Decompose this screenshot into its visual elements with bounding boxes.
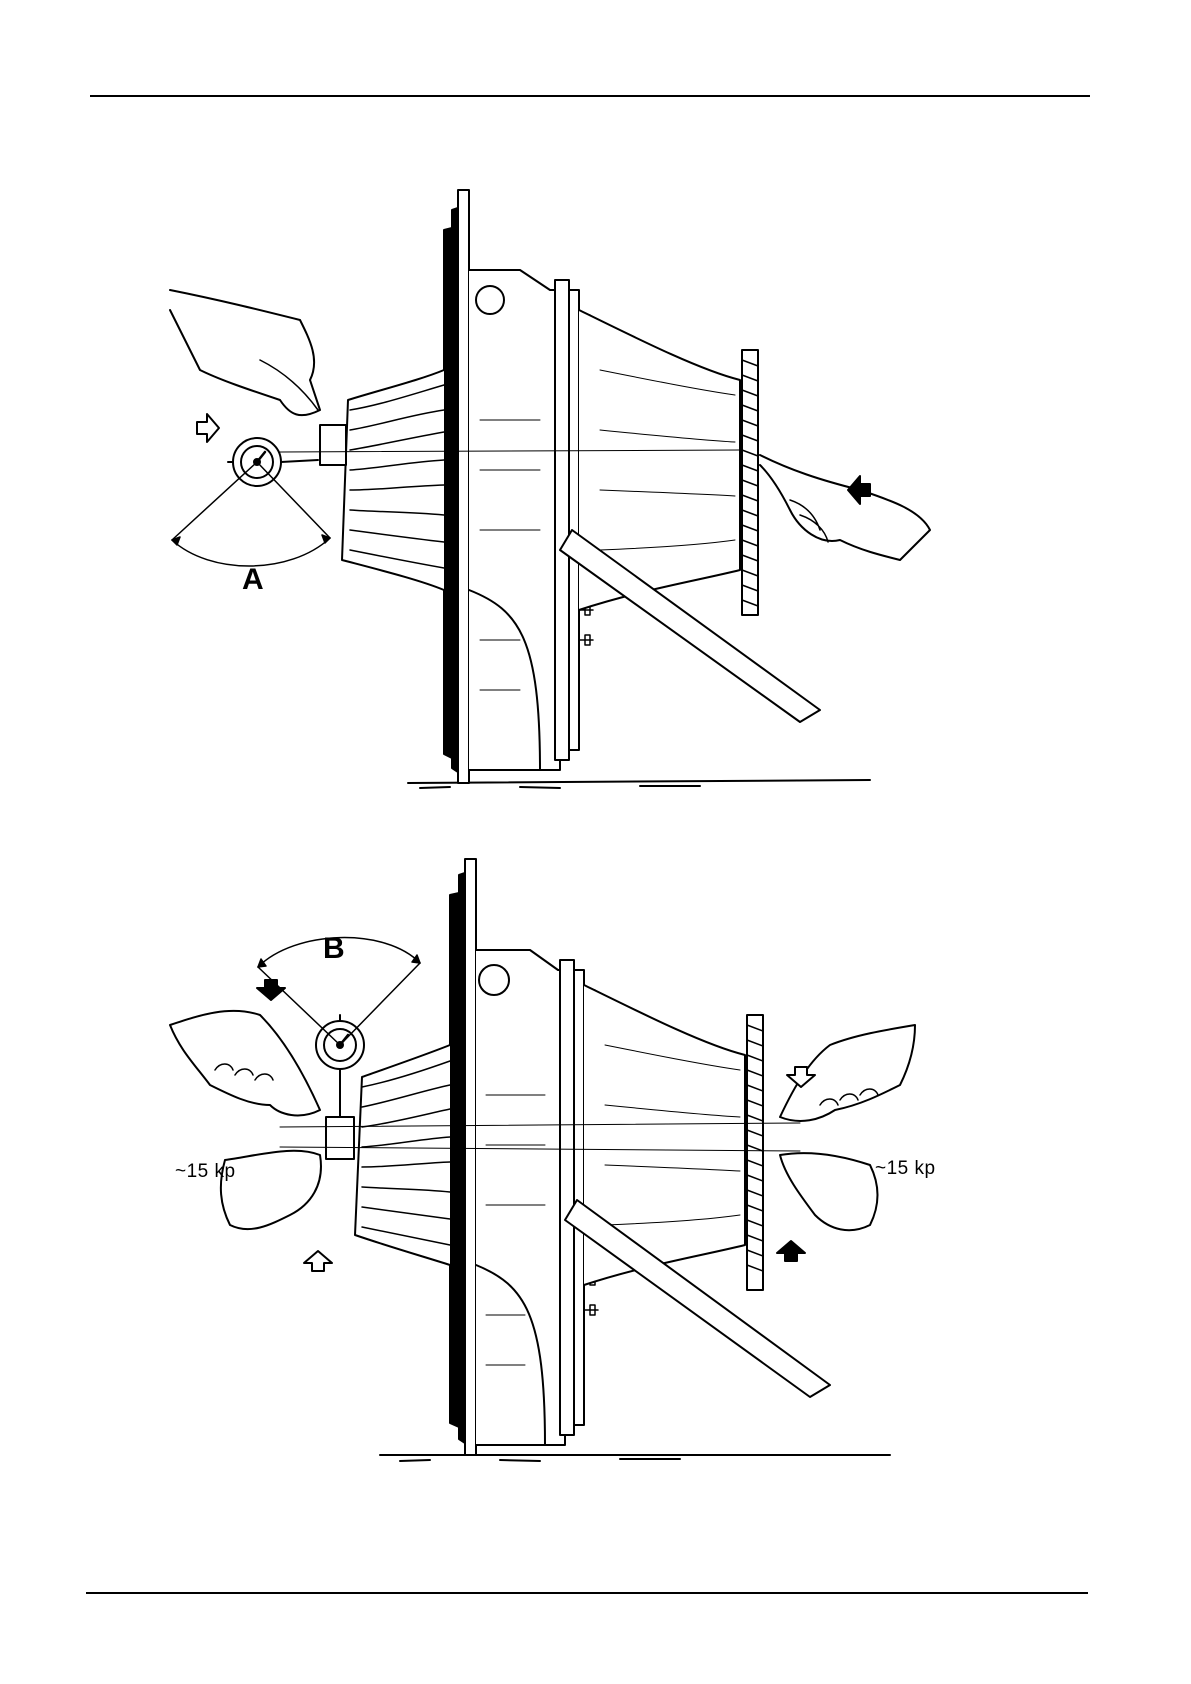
rotor-illustration-b	[0, 855, 1191, 1465]
footer-rule	[86, 1592, 1088, 1594]
ground-line	[408, 780, 870, 788]
load-label-right: ~15 kp	[875, 1158, 936, 1180]
angle-label-b: B	[323, 932, 345, 966]
load-label-left: ~15 kp	[175, 1161, 236, 1183]
header-rule	[90, 95, 1090, 97]
press-arrow-down-icon	[257, 980, 285, 1000]
dial-gauge-icon	[316, 1015, 364, 1117]
ground-line	[380, 1455, 890, 1461]
press-arrow-up-icon	[777, 1241, 805, 1261]
figure-radial-clearance-b: B ~15 kp ~15 kp	[0, 855, 1191, 1465]
push-arrow-left-icon	[197, 414, 219, 442]
angle-label-a: A	[242, 563, 264, 597]
press-arrow-up-icon	[304, 1251, 332, 1271]
rotor-illustration-a	[0, 170, 1191, 810]
figure-axial-clearance-a: A	[0, 170, 1191, 810]
